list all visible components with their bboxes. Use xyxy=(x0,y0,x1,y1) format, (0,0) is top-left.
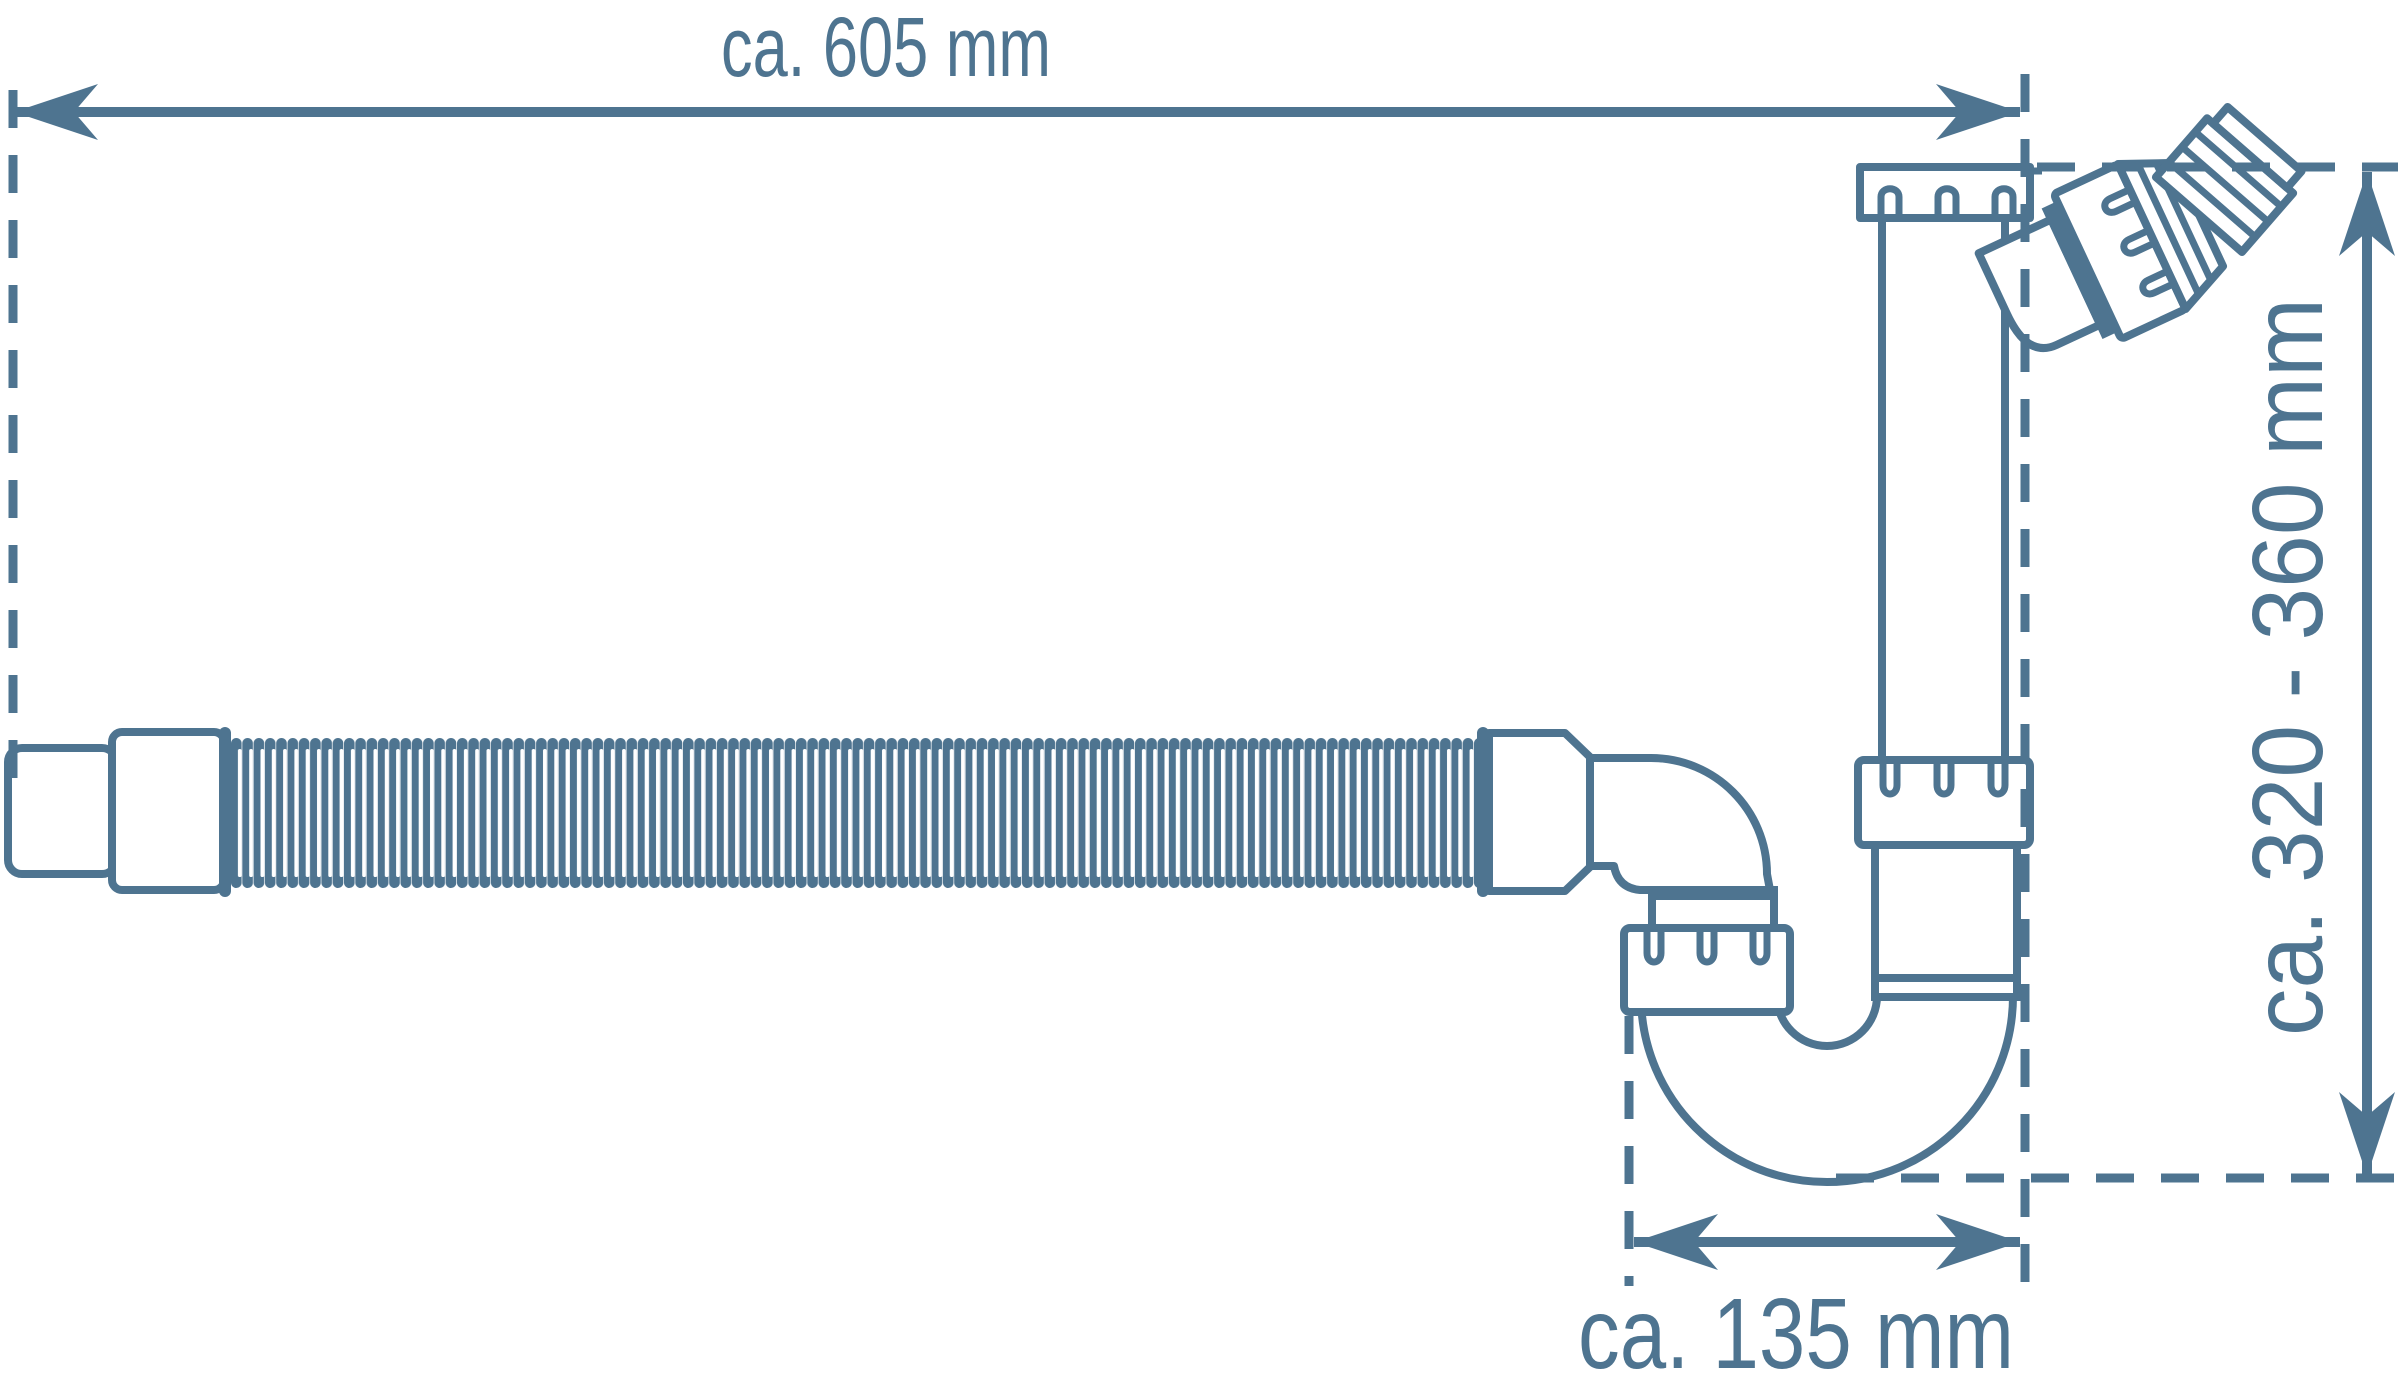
trap-outlet-tube xyxy=(1871,839,2021,1001)
height-dimension-label: ca. 320 - 360 mm xyxy=(2232,298,2344,1036)
elbow-90 xyxy=(1586,754,1774,894)
left-collar xyxy=(1648,886,1778,932)
thread-hook-icon xyxy=(1933,763,1955,798)
tailpipe-lower-nut xyxy=(1854,756,2034,849)
hose-right-fitting xyxy=(1485,729,1594,895)
dimension-lines xyxy=(14,84,2395,1270)
tailpipe xyxy=(1878,218,2009,762)
thread-hook-icon xyxy=(1643,931,1665,966)
thread-hook-icon xyxy=(2139,267,2176,298)
appliance-branch-connector xyxy=(1974,102,2306,352)
hose-corrugation xyxy=(231,738,1479,888)
hose-left-rib-flange xyxy=(219,727,231,897)
branch-open-tip xyxy=(2209,102,2306,192)
thread-hook-icon xyxy=(1879,763,1901,798)
branch-nut-band xyxy=(2041,201,2118,339)
trap-left-nut xyxy=(1620,924,1794,1016)
hose-left-connector xyxy=(108,728,228,894)
hose-left-spigot xyxy=(4,744,120,878)
branch-nose xyxy=(1974,215,2105,352)
thread-hook-icon xyxy=(2120,227,2157,257)
thread-arch-icon xyxy=(1991,185,2017,217)
width-dimension-label: ca. 605 mm xyxy=(721,0,1051,94)
thread-hook-icon xyxy=(1987,763,2009,798)
thread-hook-icon xyxy=(1696,931,1718,966)
p-trap-u-bend xyxy=(1637,992,2017,1186)
thread-hook-icon xyxy=(1749,931,1771,966)
thread-hook-icon xyxy=(2101,186,2138,216)
thread-arch-icon xyxy=(1934,185,1960,217)
sink-flange-nut xyxy=(1856,163,2042,222)
thread-arch-icon xyxy=(1877,185,1903,217)
trap-offset-dimension-label: ca. 135 mm xyxy=(1578,1278,2014,1374)
flexible-hose xyxy=(4,727,1594,897)
extension-lines xyxy=(8,74,2398,1286)
